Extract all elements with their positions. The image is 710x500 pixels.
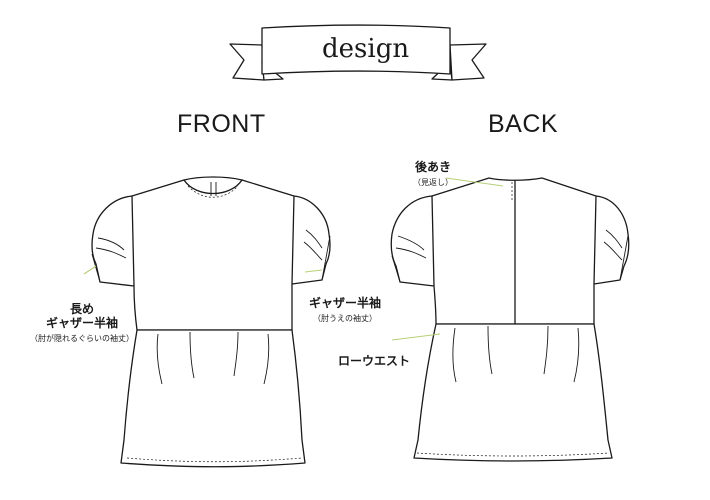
- front-garment: [91, 176, 331, 468]
- callout-line: 長め: [69, 302, 94, 316]
- callout-line: ギャザー半袖: [308, 296, 381, 310]
- leader-lines: [83, 177, 504, 341]
- callout-note: （見返し）: [413, 177, 453, 187]
- front-label: FRONT: [177, 110, 266, 138]
- callout-line: ローウエスト: [337, 354, 410, 368]
- callout-note: （肘が隠れるぐらいの袖丈）: [30, 333, 134, 343]
- callout-line: ギャザー半袖: [45, 315, 118, 330]
- callout-low-waist: ローウエスト: [334, 354, 414, 369]
- back-label: BACK: [488, 110, 559, 138]
- callout-front-sleeve-left: 長め ギャザー半袖 （肘が隠れるぐらいの袖丈）: [12, 302, 152, 343]
- back-garment: [390, 177, 630, 462]
- callout-back-opening: 後あき （見返し）: [405, 160, 461, 187]
- callout-line: 後あき: [414, 160, 451, 174]
- callout-note: （肘うえの袖丈）: [313, 313, 377, 323]
- banner-ribbon: [229, 24, 487, 81]
- banner-title: design: [322, 34, 410, 64]
- callout-front-sleeve-right: ギャザー半袖 （肘うえの袖丈）: [300, 296, 390, 323]
